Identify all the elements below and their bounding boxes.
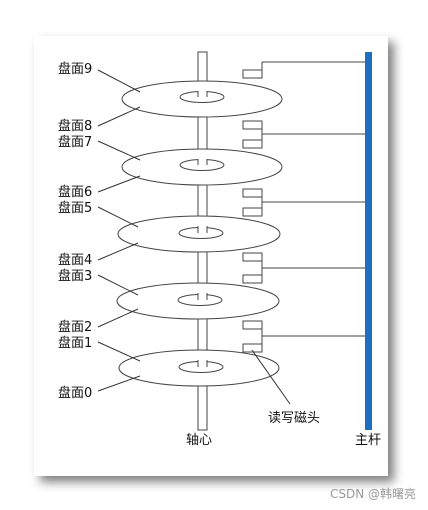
head-label: 读写磁头 bbox=[268, 411, 320, 426]
platter-4 bbox=[121, 148, 283, 186]
platter-label-7: 盘面7 bbox=[58, 134, 92, 150]
read-write-head bbox=[242, 139, 263, 149]
platter-label-9: 盘面9 bbox=[58, 61, 92, 77]
main-arm bbox=[365, 52, 372, 430]
platter-label-1: 盘面1 bbox=[58, 335, 92, 351]
read-write-head bbox=[242, 320, 263, 330]
label-leaders bbox=[97, 69, 291, 405]
platter-label-5: 盘面5 bbox=[58, 200, 92, 216]
platter-5 bbox=[121, 80, 283, 118]
spindle-label: 轴心 bbox=[186, 433, 212, 448]
head-assembly bbox=[242, 61, 366, 353]
read-write-head bbox=[242, 274, 263, 284]
read-write-head bbox=[242, 207, 263, 217]
read-write-head bbox=[242, 188, 263, 198]
platter-label-8: 盘面8 bbox=[58, 118, 92, 134]
platter-1 bbox=[118, 349, 280, 387]
watermark: CSDN @韩曙亮 bbox=[329, 487, 416, 501]
spindle-base bbox=[197, 385, 208, 431]
read-write-head bbox=[242, 252, 263, 262]
read-write-head bbox=[242, 69, 263, 79]
platter-label-2: 盘面2 bbox=[58, 319, 92, 335]
platter-label-6: 盘面6 bbox=[58, 184, 92, 200]
read-write-head bbox=[242, 120, 263, 130]
platter-3 bbox=[117, 215, 281, 253]
arm-label: 主杆 bbox=[355, 433, 381, 448]
platter-label-0: 盘面0 bbox=[58, 385, 92, 401]
platter-label-3: 盘面3 bbox=[58, 268, 92, 284]
platter-stack bbox=[116, 80, 283, 387]
platter-label-4: 盘面4 bbox=[58, 252, 92, 268]
platter-2 bbox=[116, 282, 280, 320]
